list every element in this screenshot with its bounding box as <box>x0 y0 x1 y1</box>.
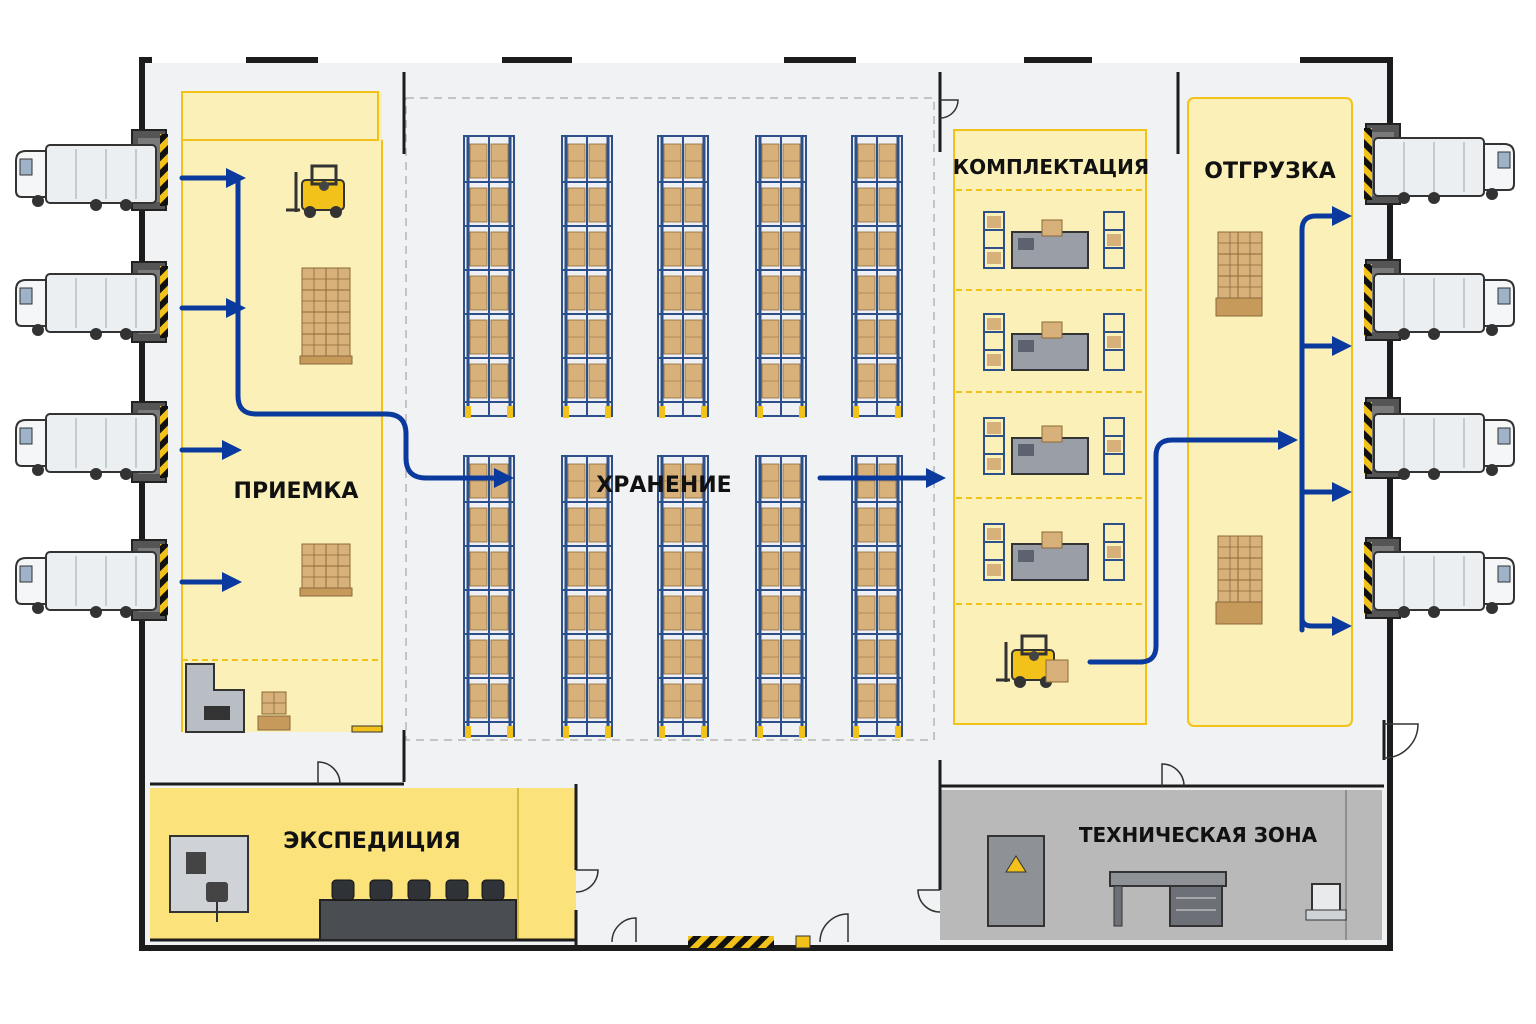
floor-marker <box>351 725 383 733</box>
desk-icon <box>169 835 249 922</box>
truck-icon <box>1373 273 1515 341</box>
zone-label-storage: ХРАНЕНИЕ <box>596 473 731 498</box>
top-windows <box>152 57 1300 63</box>
shipping-zone <box>1187 97 1353 727</box>
pallet-icon <box>1215 535 1263 625</box>
truck-icon <box>1373 137 1515 205</box>
workstation-icon <box>983 523 1125 581</box>
workstation-icon <box>983 211 1125 269</box>
truck-icon <box>15 144 157 212</box>
bottom-gate-post <box>795 935 811 949</box>
workstation-icon <box>983 313 1125 371</box>
zone-label-technical: ТЕХНИЧЕСКАЯ ЗОНА <box>1079 823 1318 847</box>
truck-icon <box>15 551 157 619</box>
zone-label-picking: КОМПЛЕКТАЦИЯ <box>953 155 1149 179</box>
flow-arrows <box>179 168 1352 665</box>
receiving-zone-top <box>181 91 379 141</box>
pallet-icon <box>257 691 291 731</box>
pallet-icon <box>1045 659 1069 683</box>
zone-label-shipping: ОТГРУЗКА <box>1204 159 1335 184</box>
truck-icon <box>1373 413 1515 481</box>
zone-label-dispatch: ЭКСПЕДИЦИЯ <box>283 829 460 854</box>
zone-label-receiving: ПРИЕМКА <box>234 479 359 504</box>
rack-boxes <box>464 143 902 723</box>
electrical-cabinet-icon <box>987 835 1045 927</box>
truck-icon <box>15 413 157 481</box>
pallet-icon <box>299 543 353 597</box>
bottom-gate-hazard <box>688 936 774 948</box>
storage-zone-boundary <box>405 97 935 741</box>
sink-icon <box>1305 883 1347 921</box>
pallet-icon <box>299 267 353 365</box>
workstation-icon <box>185 663 245 733</box>
truck-icon <box>15 273 157 341</box>
dispatch-counter <box>319 899 517 941</box>
door-icon[interactable] <box>317 99 1419 943</box>
chair-icon <box>331 879 505 901</box>
workbench-icon <box>1109 871 1227 927</box>
pallet-icon <box>1215 231 1263 317</box>
workstation-icon <box>983 417 1125 475</box>
truck-icon <box>1373 551 1515 619</box>
